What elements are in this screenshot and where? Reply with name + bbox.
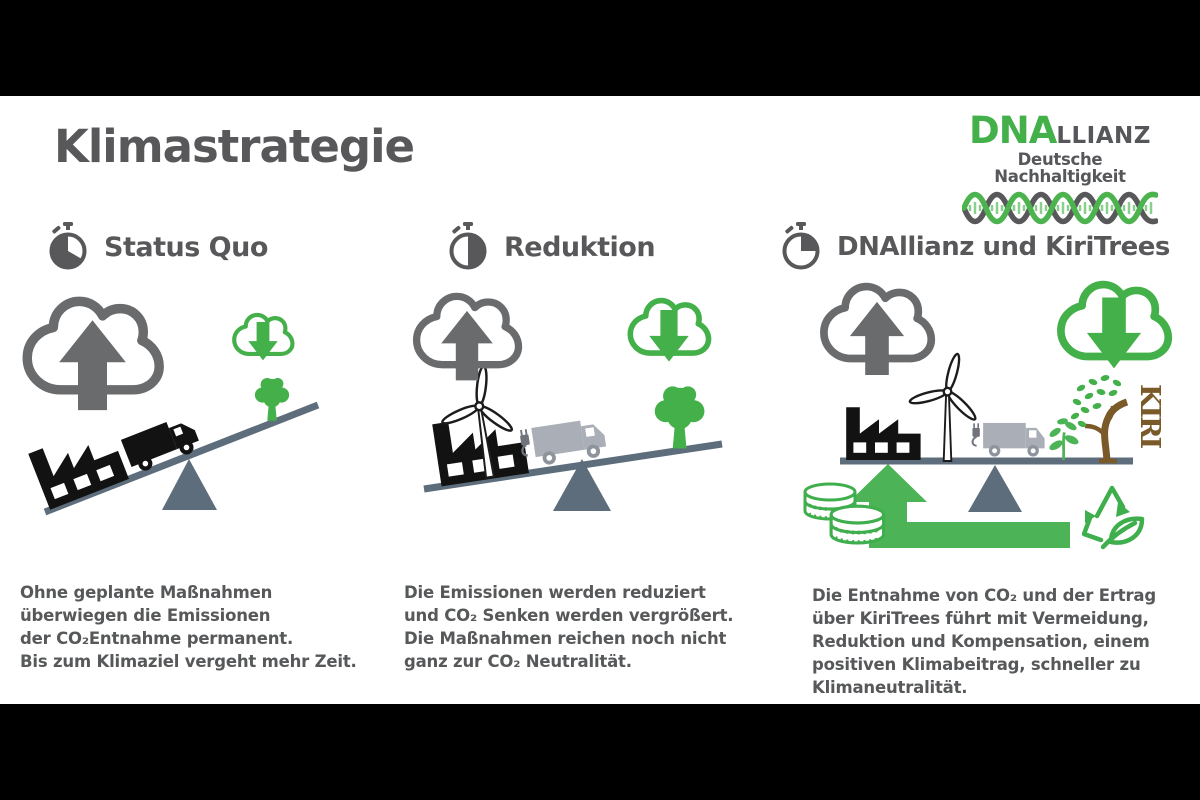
page-title: Klimastrategie <box>54 120 415 173</box>
seesaw-beam <box>43 401 320 516</box>
stopwatch-three-quarter-icon <box>49 222 87 270</box>
seesaw-fulcrum <box>162 459 217 510</box>
description-dnallianz-kiritrees: Die Entnahme von CO₂ und der Ertrag über… <box>812 584 1156 699</box>
growth-arrow-icon <box>849 464 1070 548</box>
kiri-label: KIRI <box>1134 384 1165 449</box>
co2-up-cloud-icon <box>417 296 519 380</box>
factory-icon <box>846 407 921 460</box>
description-line: über KiriTrees führt mit Vermeidung, <box>812 609 1149 628</box>
description-line: Reduktion und Kompensation, einem <box>812 632 1150 651</box>
logo-wordmark: DNA LLIANZ <box>960 112 1160 149</box>
electric-truck-icon <box>971 421 1046 458</box>
co2-down-cloud-icon <box>630 301 708 362</box>
seesaw-fulcrum <box>968 465 1022 512</box>
co2-up-cloud-icon <box>27 301 159 410</box>
description-line: der CO₂Entnahme permanent. <box>20 629 294 648</box>
co2-down-cloud-icon <box>1061 285 1168 369</box>
recycling-leaf-icon <box>1081 485 1145 550</box>
illustration-dnallianz-kiritrees: KIRI <box>803 278 1200 550</box>
factory-icon <box>28 422 129 510</box>
co2-up-cloud-icon <box>824 287 931 376</box>
column-header-status-quo: Status Quo <box>45 222 268 272</box>
column-header-dnallianz-kiritrees: DNAllianz und KiriTrees <box>778 222 1170 272</box>
description-line: ganz zur CO₂ Neutralität. <box>404 652 632 671</box>
brand-logo: DNA LLIANZ Deutsche Nachhaltigkeit <box>960 112 1160 231</box>
description-line: Bis zum Klimaziel vergeht mehr Zeit. <box>20 652 357 671</box>
letterbox-bottom <box>0 704 1200 800</box>
description-line: Klimaneutralität. <box>812 678 968 697</box>
illustration-reduktion <box>398 283 723 511</box>
seesaw-fulcrum <box>553 459 611 511</box>
tree-icon <box>654 386 705 449</box>
co2-down-cloud-icon <box>234 315 292 360</box>
description-line: Ohne geplante Maßnahmen <box>20 583 273 602</box>
description-line: überwiegen die Emissionen <box>20 606 271 625</box>
illustration-status-quo <box>15 283 320 516</box>
tree-icon <box>254 377 290 421</box>
column-heading: Status Quo <box>104 231 268 263</box>
description-line: Die Entnahme von CO₂ und der Ertrag <box>812 586 1156 605</box>
description-line: und CO₂ Senken werden vergrößert. <box>404 606 734 625</box>
kiri-tree-icon: KIRI <box>1070 375 1165 464</box>
logo-tagline: Deutsche Nachhaltigkeit <box>994 150 1126 186</box>
description-status-quo: Ohne geplante Maßnahmen überwiegen die E… <box>20 581 357 673</box>
description-line: Die Emissionen werden reduziert <box>404 583 706 602</box>
description-line: positiven Klimabeitrag, schneller zu <box>812 655 1141 674</box>
column-header-reduktion: Reduktion <box>445 222 656 272</box>
description-reduktion: Die Emissionen werden reduziert und CO₂ … <box>404 581 734 673</box>
logo-brand-secondary: LLIANZ <box>1056 123 1151 149</box>
stopwatch-quarter-icon <box>782 222 820 270</box>
stopwatch-half-icon <box>449 222 487 270</box>
description-line: Die Maßnahmen reichen noch nicht <box>404 629 727 648</box>
column-heading: DNAllianz und KiriTrees <box>837 232 1170 262</box>
seesaw-beam <box>423 440 723 493</box>
dna-helix-icon <box>961 191 1159 225</box>
column-heading: Reduktion <box>504 231 656 263</box>
letterbox-top <box>0 0 1200 96</box>
sapling-icon <box>1046 416 1082 462</box>
logo-brand-primary: DNA <box>969 109 1057 152</box>
